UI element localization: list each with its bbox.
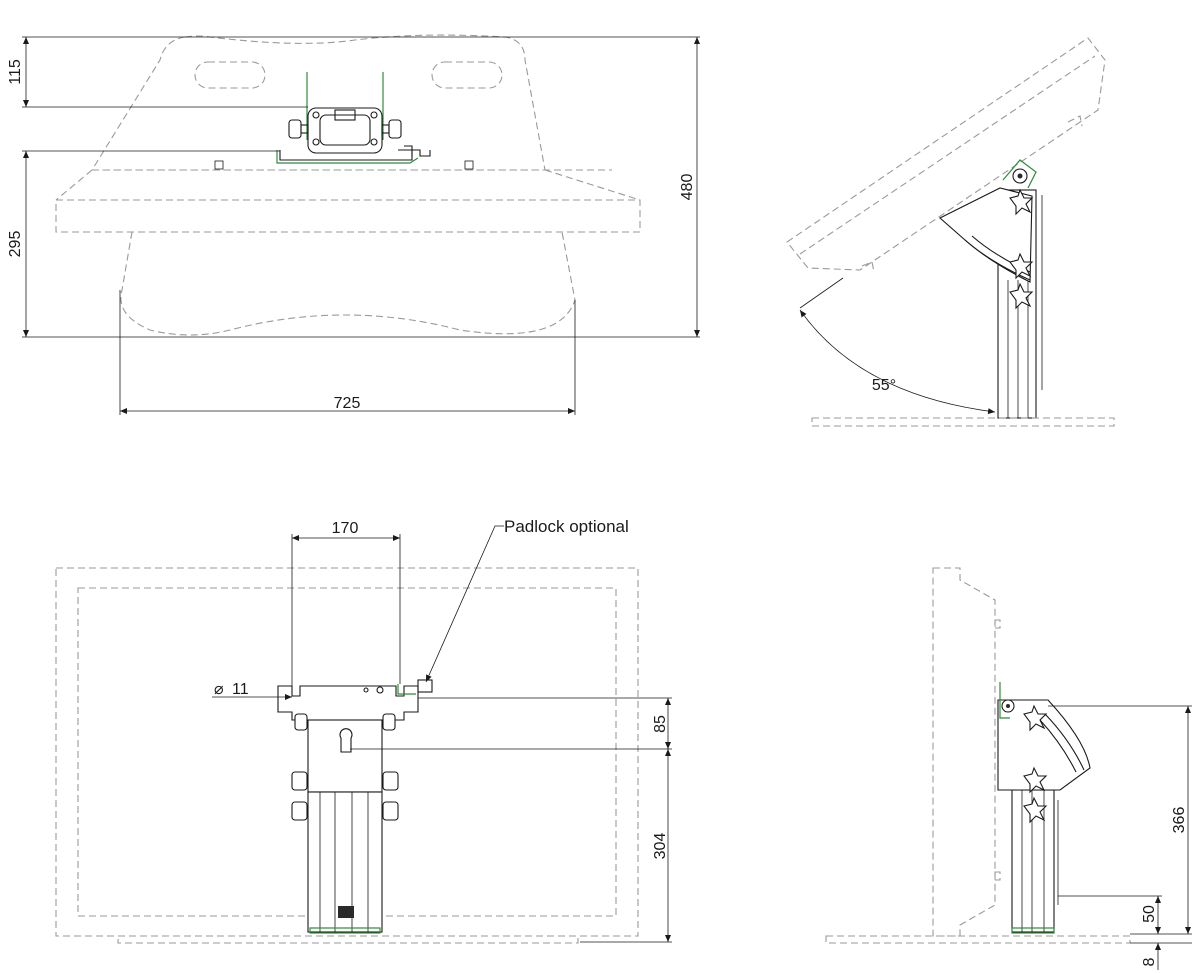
side-arc-body xyxy=(997,699,1091,791)
front-knob-6 xyxy=(382,801,399,821)
padlock-leader xyxy=(425,525,504,683)
mount-bolt-3 xyxy=(312,138,320,146)
side-view: 366 50 8 xyxy=(825,567,1192,970)
front-floor xyxy=(117,935,579,944)
mount-plate-inner xyxy=(319,114,371,146)
label-11: 11 xyxy=(232,681,249,698)
label-480: 480 xyxy=(679,174,696,201)
desk-top-edge xyxy=(55,169,641,201)
padlock-tab xyxy=(398,145,431,157)
label-304: 304 xyxy=(652,833,669,860)
front-knob-5 xyxy=(291,801,308,821)
tilted-tray-tab-2 xyxy=(861,261,875,273)
front-small-hole xyxy=(376,686,384,694)
side-tray-tab-bottom xyxy=(994,871,1001,881)
lower-shelf-outline xyxy=(120,231,576,336)
handle-slot-right xyxy=(431,61,503,89)
desk-tab-left xyxy=(214,160,224,170)
front-keyhole xyxy=(339,728,353,753)
mount-latch xyxy=(334,109,356,121)
label-725: 725 xyxy=(334,395,361,412)
tilted-tray-tab xyxy=(1067,115,1083,127)
knob-right-shaft xyxy=(381,124,390,134)
mount-bolt-2 xyxy=(370,111,378,119)
green-bracket-top xyxy=(276,150,419,164)
label-8: 8 xyxy=(1141,957,1158,966)
label-295: 295 xyxy=(7,231,24,258)
front-bracket-plate xyxy=(277,685,419,721)
angle-leg xyxy=(799,277,844,309)
label-170: 170 xyxy=(332,520,359,537)
side-tray-outline xyxy=(932,567,996,937)
side-floor xyxy=(825,935,1131,944)
desk-tab-right xyxy=(464,160,474,170)
side-knob-2 xyxy=(1023,766,1048,794)
knob-left xyxy=(288,119,302,139)
label-115: 115 xyxy=(7,59,24,85)
tilted-tray-outline xyxy=(786,37,1106,271)
handle-slot-left xyxy=(194,61,266,89)
padlock-box xyxy=(417,679,433,693)
side-knob-3 xyxy=(1023,796,1048,824)
side-column-foot xyxy=(1011,927,1055,934)
mount-bolt-1 xyxy=(312,111,320,119)
front-knob-2 xyxy=(382,713,396,731)
tilted-knob-3 xyxy=(1009,282,1034,310)
front-knob-1 xyxy=(294,713,308,731)
label-50: 50 xyxy=(1141,905,1158,923)
mount-bolt-4 xyxy=(370,138,378,146)
label-angle: 55° xyxy=(872,377,896,394)
side-pivot-center xyxy=(1006,704,1010,708)
front-view: 170 ⌀ 11 85 304 Padlock optional xyxy=(55,517,672,944)
side-tray-tab-top xyxy=(994,619,1001,629)
tilted-floor xyxy=(811,417,1115,427)
tilted-green-bracket xyxy=(1002,159,1037,189)
side-arc-slot xyxy=(1039,713,1085,773)
front-logo-mark xyxy=(338,906,354,918)
front-knob-3 xyxy=(291,771,308,791)
tilted-pivot-center xyxy=(1017,173,1023,179)
tilted-knob-2 xyxy=(1009,252,1034,280)
front-green-tab xyxy=(397,684,416,695)
front-small-hole-2 xyxy=(363,687,369,693)
knob-left-shaft xyxy=(300,124,309,134)
tilted-side-view: 55° xyxy=(786,37,1115,427)
desk-slab xyxy=(55,199,641,233)
front-upper-body xyxy=(307,719,383,793)
label-85: 85 xyxy=(652,715,669,733)
diameter-symbol: ⌀ xyxy=(214,681,224,698)
tilted-tray-inner xyxy=(799,55,1096,255)
front-column-foot xyxy=(309,927,381,934)
front-tray-outer xyxy=(55,567,639,937)
padlock-label: Padlock optional xyxy=(504,517,629,536)
label-366: 366 xyxy=(1171,807,1188,834)
angle-arc xyxy=(799,309,996,415)
side-knob-1 xyxy=(1023,704,1048,732)
top-view: 115 295 480 725 xyxy=(7,34,700,415)
knob-right xyxy=(388,119,402,139)
front-knob-4 xyxy=(382,771,399,791)
side-green-bracket xyxy=(999,682,1010,719)
tilted-knob-1 xyxy=(1009,188,1034,216)
